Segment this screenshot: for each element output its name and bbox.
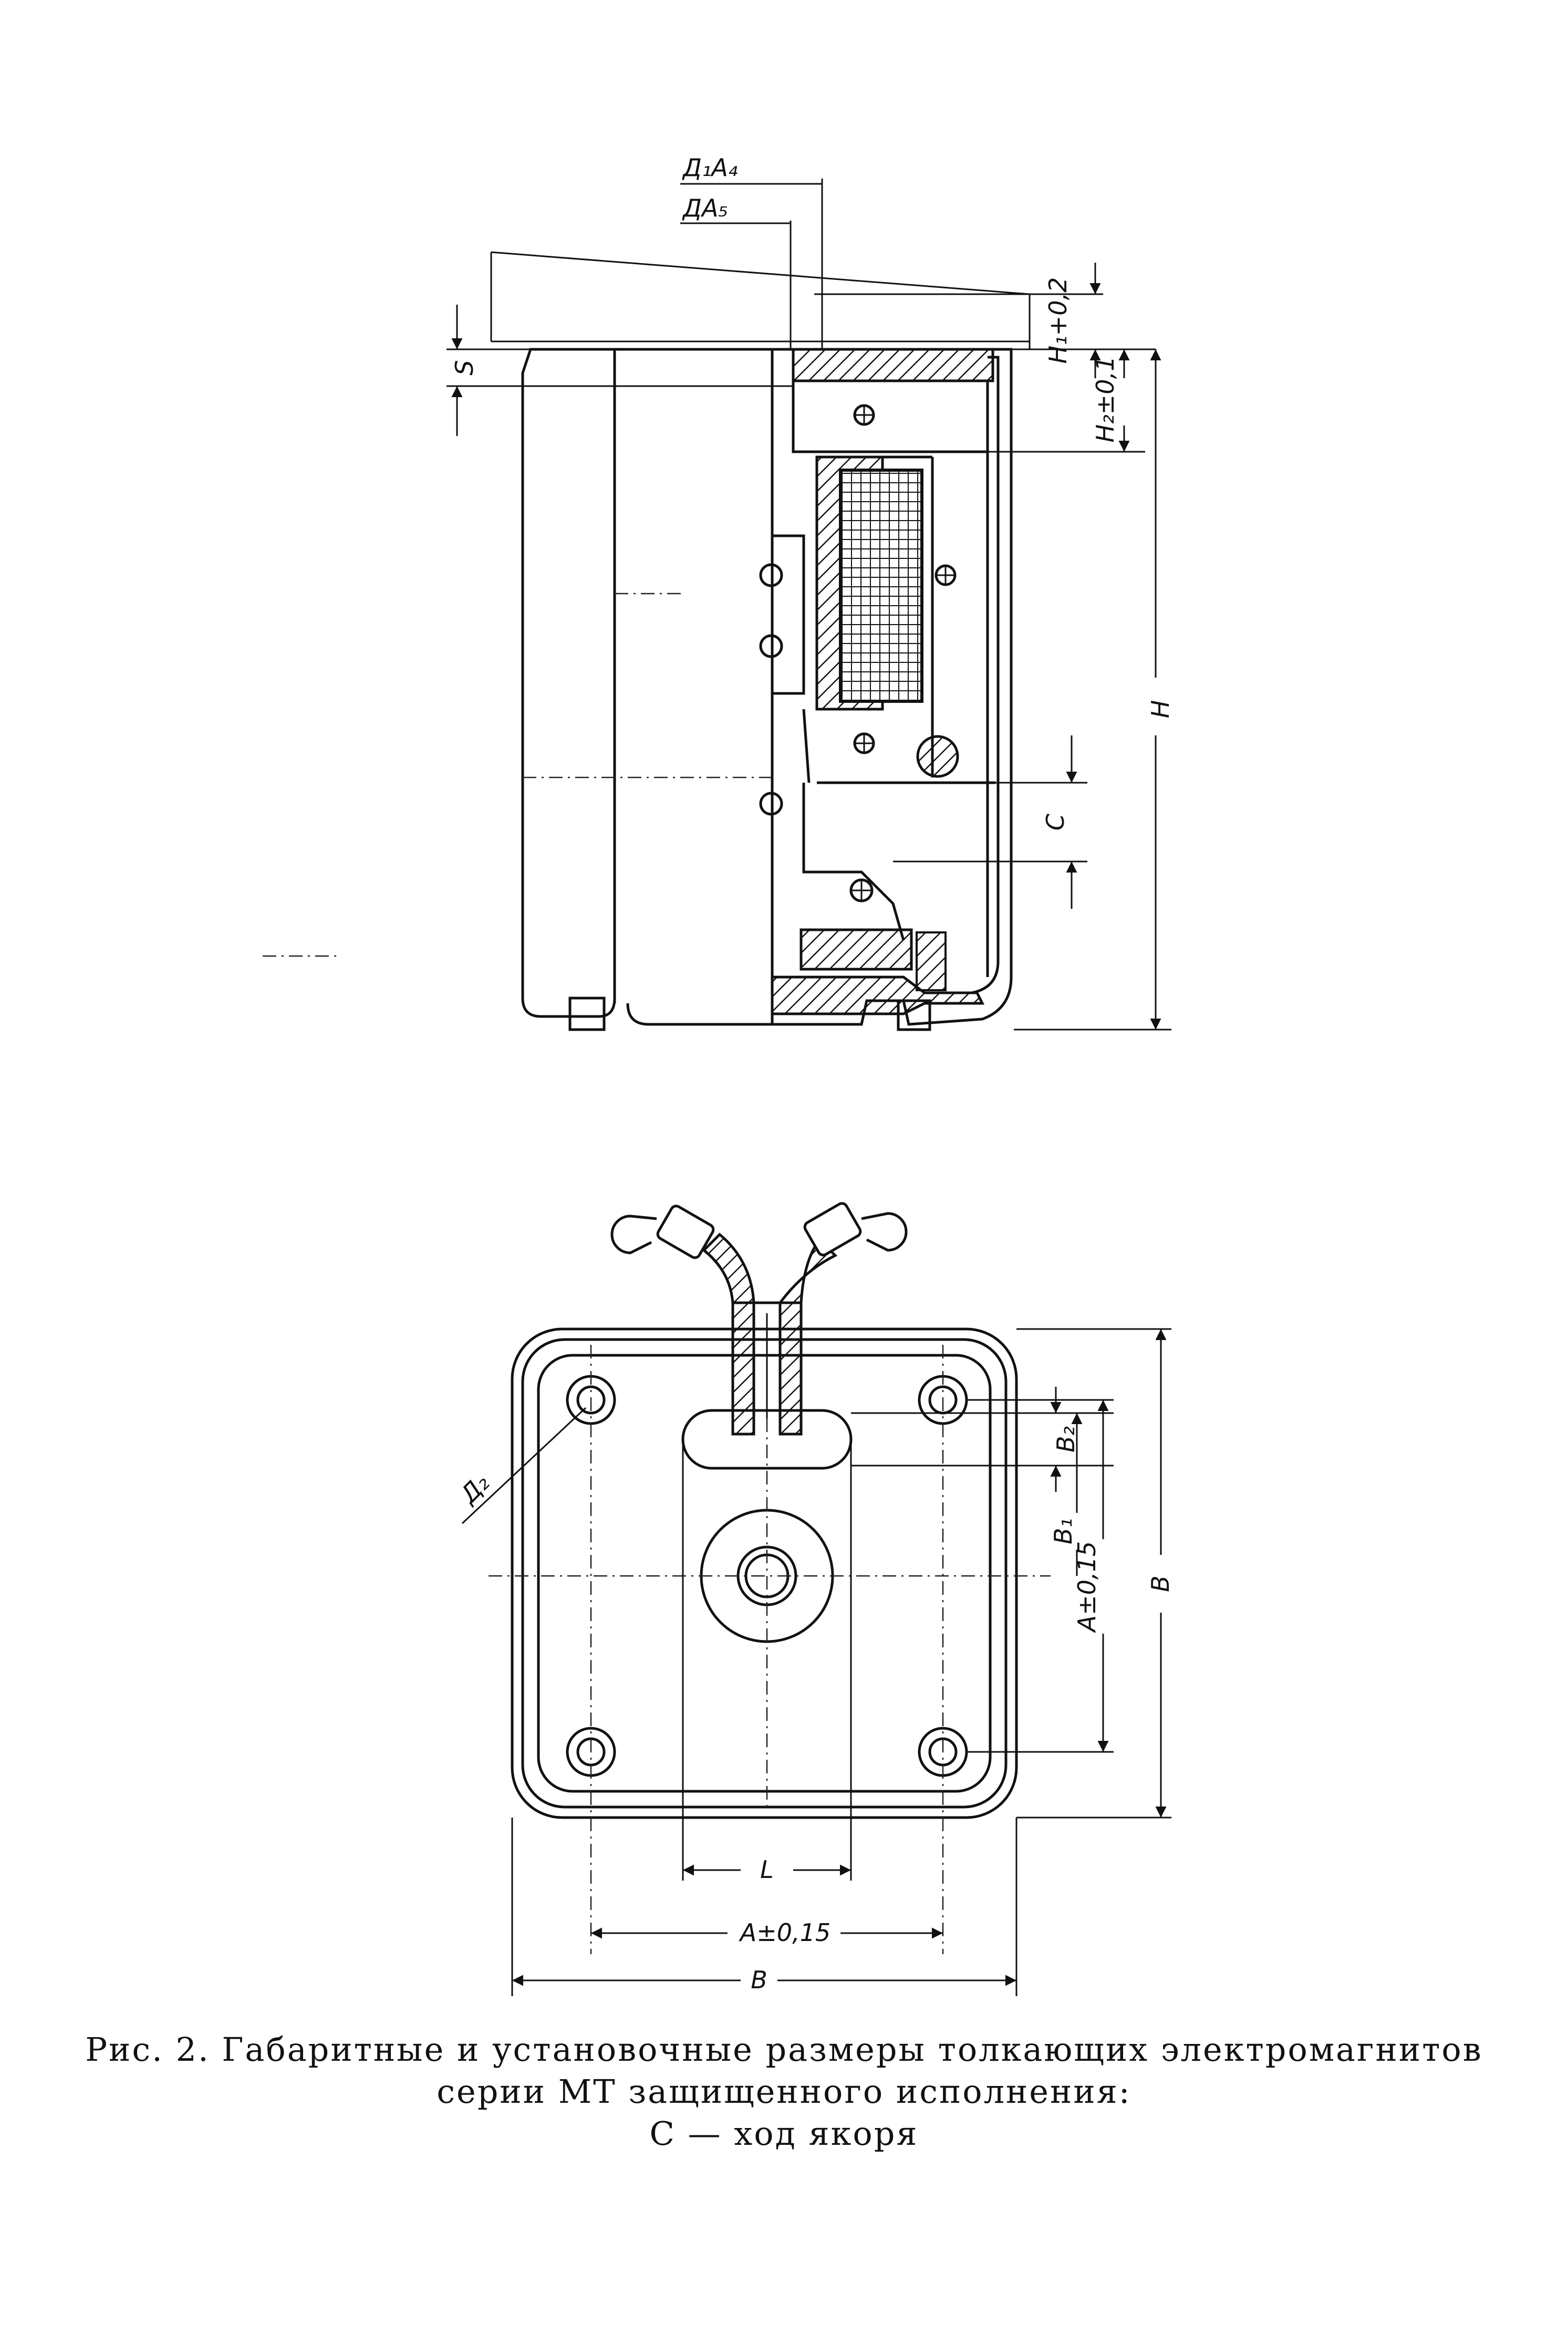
screw-icon xyxy=(759,634,783,658)
dim-c-label: C xyxy=(1041,814,1069,831)
bottom-hatched-part xyxy=(799,928,913,971)
screw-icon xyxy=(849,878,874,902)
dim-a-horizontal-label: A±0,15 xyxy=(739,1918,830,1947)
dim-s-label: S xyxy=(450,360,479,375)
dim-b-horizontal-label: B xyxy=(751,1966,767,1994)
housing-left-outline xyxy=(521,348,616,1018)
dim-b-vertical-label: B xyxy=(1146,1575,1175,1592)
dim-b1-label: B₁ xyxy=(1049,1518,1077,1544)
coil-winding xyxy=(839,469,923,703)
screw-icon xyxy=(759,563,783,587)
screw-icon xyxy=(759,792,783,816)
bottom-view: Д₂ B₂ B₁ A±0,15 B L A±0,15 xyxy=(454,1202,1175,1996)
side-view: H₁+0,2 H₂±0,1 H C S Д₁А₄ ДА₅ xyxy=(263,153,1175,1031)
dim-h-label: H xyxy=(1146,700,1175,719)
figure-caption-line-3: С — ход якоря xyxy=(649,2114,919,2153)
figure-caption-line-2: серии МТ защищенного исполнения: xyxy=(437,2072,1131,2111)
dim-d2-label: Д₂ xyxy=(454,1468,495,1509)
dim-h1-label: H₁+0,2 xyxy=(1044,277,1072,364)
cable-lead xyxy=(778,1202,908,1436)
screw-icon xyxy=(934,564,957,586)
base-outer-outline xyxy=(511,1327,1018,1819)
dim-a-vertical-label: A±0,15 xyxy=(1073,1541,1101,1633)
dim-l-label: L xyxy=(760,1855,774,1884)
pin-hatched xyxy=(916,735,959,778)
dim-h2-label: H₂±0,1 xyxy=(1091,356,1119,443)
top-hatched-bar xyxy=(792,348,994,382)
screw-icon xyxy=(853,404,875,426)
figure-caption-line-1: Рис. 2. Габаритные и установочные размер… xyxy=(85,2030,1483,2069)
dim-da5-label: ДА₅ xyxy=(682,194,728,222)
cable-lead xyxy=(610,1205,755,1436)
housing-front-outline xyxy=(615,348,774,1026)
dim-b2-label: B₂ xyxy=(1052,1426,1080,1452)
screw-icon xyxy=(853,732,875,754)
dim-d1a4-label: Д₁А₄ xyxy=(682,153,738,182)
